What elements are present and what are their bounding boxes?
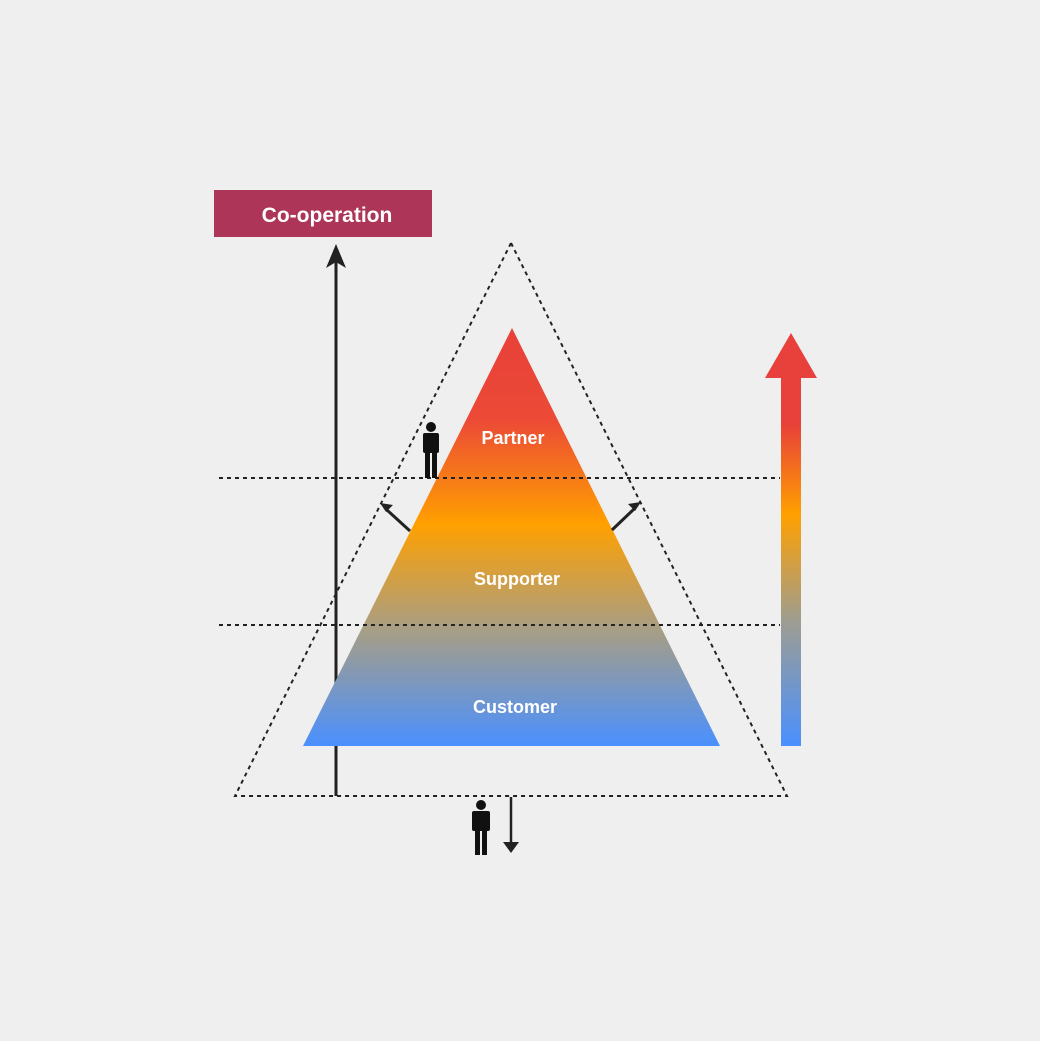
gradient-pyramid <box>303 328 720 746</box>
tier-label-partner: Partner <box>481 428 544 448</box>
cooperation-header-label: Co-operation <box>262 204 393 227</box>
expand-arrow-left <box>380 503 412 533</box>
tier-label-customer: Customer <box>473 697 557 717</box>
person-icon <box>423 422 439 478</box>
tier-label-supporter: Supporter <box>474 569 560 589</box>
arrow-up-icon <box>326 244 346 268</box>
expand-arrow-right <box>610 502 641 532</box>
arrow-down-icon <box>503 842 519 853</box>
arrow-diagonal-icon <box>628 502 641 511</box>
growth-arrow-head <box>765 333 817 378</box>
growth-arrow <box>765 333 817 746</box>
person-icon <box>472 800 490 855</box>
arrow-diagonal-icon <box>380 503 393 512</box>
exit-arrow <box>503 797 519 853</box>
cooperation-header-box <box>214 190 432 237</box>
growth-arrow-shaft <box>781 376 801 746</box>
cooperation-header: Co-operation <box>214 190 432 237</box>
